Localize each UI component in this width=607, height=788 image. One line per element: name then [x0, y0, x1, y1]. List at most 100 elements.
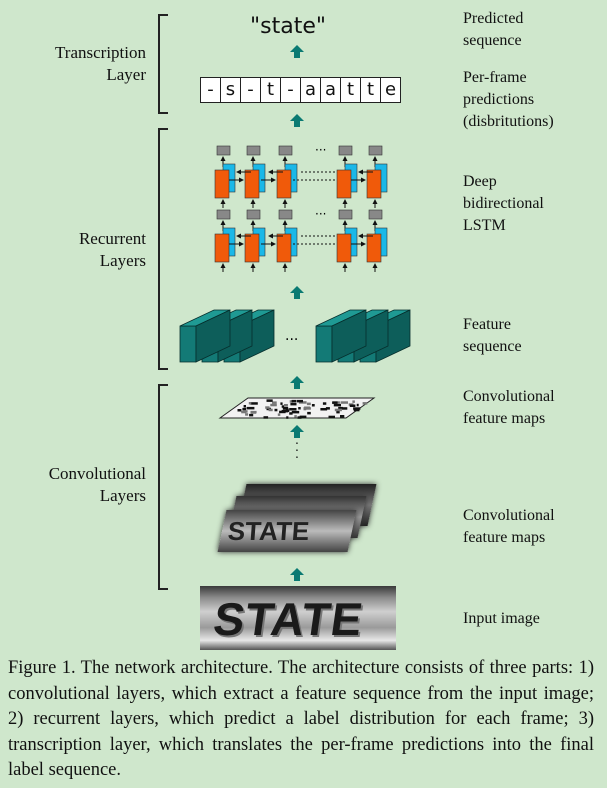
feature-map-dot [250, 402, 258, 405]
feature-map-dot [349, 404, 356, 407]
perframe-predictions-label: Per-frame predictions (disbritutions) [463, 67, 554, 133]
transcription-label-line1: Transcription [55, 43, 146, 62]
feature-vector-box [315, 309, 367, 363]
feature-map-dot [340, 415, 345, 418]
convolutional-bracket [158, 384, 168, 590]
recurrent-label-line1: Recurrent [78, 229, 146, 248]
lstm-ellipsis-top: ··· [315, 143, 326, 157]
input-image: STATE [200, 586, 396, 650]
feature-map-dot [285, 408, 289, 411]
feature-map-dot [333, 403, 341, 407]
conv-top-line1: Convolutional [463, 388, 555, 405]
feature-vector-box [179, 309, 231, 363]
feature-map-dot [282, 406, 288, 410]
input-image-word: STATE [210, 593, 367, 645]
predicted-sequence-label: Predicted sequence [463, 8, 523, 52]
feature-map-dot [242, 407, 247, 411]
lstm-output-node [216, 145, 231, 156]
feature-map-dot [334, 408, 342, 412]
frame-cell: - [281, 78, 301, 102]
bidirectional-lstm-diagram: ··· ··· [214, 143, 388, 272]
transcription-label-line2: Layer [106, 65, 146, 84]
feature-map-dot [286, 416, 289, 419]
feature-map-dot [248, 402, 252, 405]
convolutional-layers-label: Convolutional Layers [20, 463, 146, 507]
feature-map-dot [284, 404, 288, 407]
feature-map-word: STATE [226, 516, 311, 546]
lstm-output-node [368, 145, 383, 156]
figure-caption: Figure 1. The network architecture. The … [8, 658, 594, 780]
conv-feature-maps-top-label: Convolutional feature maps [463, 386, 555, 430]
perframe-line2: predictions [463, 91, 535, 108]
input-image-label: Input image [463, 608, 540, 630]
feature-seq-line2: sequence [463, 338, 522, 355]
recurrent-bracket [158, 128, 168, 370]
transcription-bracket [158, 14, 168, 114]
lstm-line3: LSTM [463, 217, 506, 234]
feature-seq-line1: Feature [463, 316, 511, 333]
frame-cell: t [341, 78, 361, 102]
lstm-output-node [278, 145, 293, 156]
lstm-output-node [338, 145, 353, 156]
lstm-line2: bidirectional [463, 195, 544, 212]
conv-bottom-line1: Convolutional [463, 507, 555, 524]
lstm-output-node [216, 209, 231, 220]
lstm-label: Deep bidirectional LSTM [463, 171, 544, 237]
predicted-sequence-text: "state" [250, 14, 326, 39]
feature-map-dot [280, 402, 283, 405]
feature-map-dot [307, 411, 311, 415]
frame-cell: - [201, 78, 221, 102]
feature-map-dot [306, 402, 311, 406]
frame-cell: e [384, 79, 397, 100]
feature-map-dot [268, 408, 273, 412]
feature-map-dot [289, 408, 297, 411]
predicted-line2: sequence [463, 32, 522, 49]
feature-map-dot [303, 407, 311, 410]
frame-cell: - [241, 78, 261, 102]
feature-map-dot [290, 402, 297, 406]
feature-map-dot [298, 407, 301, 410]
feature-map-dot [353, 407, 361, 410]
lstm-output-node [338, 209, 353, 220]
feature-map-dot [237, 409, 242, 412]
lstm-forward-cell [214, 233, 230, 263]
conv-feature-maps-bottom: STATE [216, 480, 377, 560]
lstm-forward-cell [336, 233, 352, 263]
recurrent-layers-label: Recurrent Layers [20, 228, 146, 272]
feature-map-dot [245, 413, 249, 416]
lstm-output-node [278, 209, 293, 220]
lstm-forward-cell [244, 169, 260, 199]
vertical-ellipsis: ··· [294, 437, 300, 466]
conv-bottom-line2: feature maps [463, 529, 546, 546]
lstm-forward-cell [276, 169, 292, 199]
frame-cell: a [301, 78, 321, 102]
frame-cell: t [361, 78, 381, 102]
feature-map-dot [270, 403, 277, 407]
conv-top-line2: feature maps [463, 410, 546, 427]
lstm-forward-cell [244, 233, 260, 263]
feature-map-dot [322, 402, 327, 405]
lstm-forward-cell [336, 169, 352, 199]
feature-map-dot [291, 399, 297, 403]
lstm-line1: Deep [463, 173, 497, 190]
feature-map-dot [250, 410, 257, 414]
lstm-forward-cell [276, 233, 292, 263]
feature-map-dot [325, 407, 330, 410]
lstm-forward-cell [366, 169, 382, 199]
feature-map-dot [298, 401, 307, 404]
feature-map-dot [279, 410, 286, 414]
lstm-forward-cell [366, 233, 382, 263]
feature-sequence-label: Feature sequence [463, 314, 522, 358]
feature-map-dot [336, 410, 340, 414]
feature-map-dot [299, 415, 307, 419]
feature-map-dot [341, 407, 348, 410]
transcription-layer-label: Transcription Layer [20, 42, 146, 86]
feature-map-dot [243, 405, 246, 408]
feature-map-dot [263, 416, 269, 419]
feature-map-dot [362, 402, 368, 405]
feature-map-dot [340, 401, 348, 404]
feature-map-dot [291, 410, 300, 414]
predicted-line1: Predicted [463, 10, 524, 27]
feature-ellipsis: ··· [285, 332, 298, 348]
feature-map-dot [277, 413, 281, 416]
